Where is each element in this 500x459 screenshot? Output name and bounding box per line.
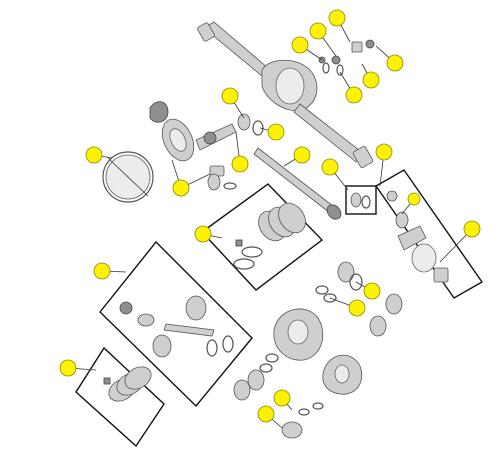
- carrier-bearings: [233, 261, 403, 439]
- axle-seal-kit-box: [374, 169, 484, 299]
- callout-marker[interactable]: [328, 9, 346, 27]
- callout-marker[interactable]: [362, 71, 380, 89]
- axle-housing-icon: [197, 21, 374, 168]
- callout-marker[interactable]: [363, 282, 381, 300]
- clutch-disc-box: [75, 346, 165, 448]
- callout-marker[interactable]: [59, 359, 77, 377]
- differential-internals-box: [99, 240, 253, 408]
- differential-case-icon: [273, 308, 363, 395]
- bearing-callout-box: [345, 185, 377, 215]
- callout-marker[interactable]: [291, 36, 309, 54]
- gear-icon: [149, 101, 237, 190]
- callout-marker[interactable]: [257, 405, 275, 423]
- callout-marker[interactable]: [348, 299, 366, 317]
- callout-marker[interactable]: [273, 389, 291, 407]
- callout-marker[interactable]: [321, 158, 339, 176]
- callout-markers[interactable]: [59, 9, 481, 423]
- callout-marker[interactable]: [231, 155, 249, 173]
- callout-marker[interactable]: [194, 225, 212, 243]
- clutch-pack-box: [200, 183, 324, 291]
- callout-marker[interactable]: [293, 146, 311, 164]
- callout-marker[interactable]: [267, 123, 285, 141]
- callout-marker[interactable]: [93, 262, 111, 280]
- callout-marker[interactable]: [172, 179, 190, 197]
- axle-end-hardware: [318, 39, 375, 76]
- callout-marker[interactable]: [309, 22, 327, 40]
- callout-marker[interactable]: [85, 146, 103, 164]
- shaft-icon: [253, 147, 342, 220]
- cover-icon: [102, 151, 154, 203]
- callout-marker[interactable]: [407, 192, 421, 206]
- bearing-icon: [207, 113, 264, 191]
- callout-marker[interactable]: [221, 87, 239, 105]
- callout-marker[interactable]: [375, 143, 393, 161]
- callout-marker[interactable]: [386, 54, 404, 72]
- callout-marker[interactable]: [345, 86, 363, 104]
- callout-marker[interactable]: [463, 220, 481, 238]
